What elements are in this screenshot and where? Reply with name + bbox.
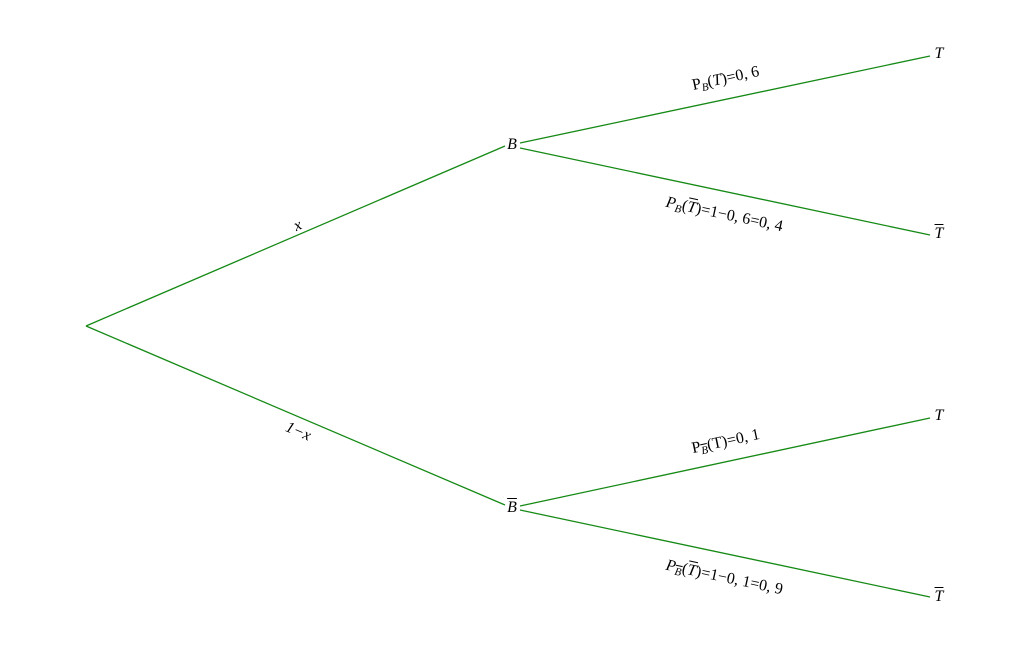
label-sub: B (700, 80, 710, 95)
node-B-bar: B (507, 499, 517, 516)
label-event: T (685, 198, 698, 217)
leaf-T-2: T (934, 407, 944, 424)
label-sub: B (673, 202, 683, 216)
branch-root-B (85, 145, 506, 327)
label-sub: B (673, 565, 683, 579)
node-B: B (507, 136, 517, 153)
branch-B-Tbar (519, 147, 931, 236)
branch-B-T (519, 55, 931, 144)
branch-Bbar-T (519, 417, 931, 507)
label-event: T (685, 561, 698, 580)
leaf-T-bar-2: T (934, 588, 944, 605)
branch-Bbar-Tbar (519, 509, 931, 598)
label-event: T (711, 71, 724, 90)
label-event: T (710, 434, 724, 453)
leaf-T-bar-1: T (934, 225, 944, 242)
label-sub: B (700, 443, 710, 458)
branch-root-Bbar (85, 325, 506, 506)
leaf-T-1: T (934, 45, 944, 62)
